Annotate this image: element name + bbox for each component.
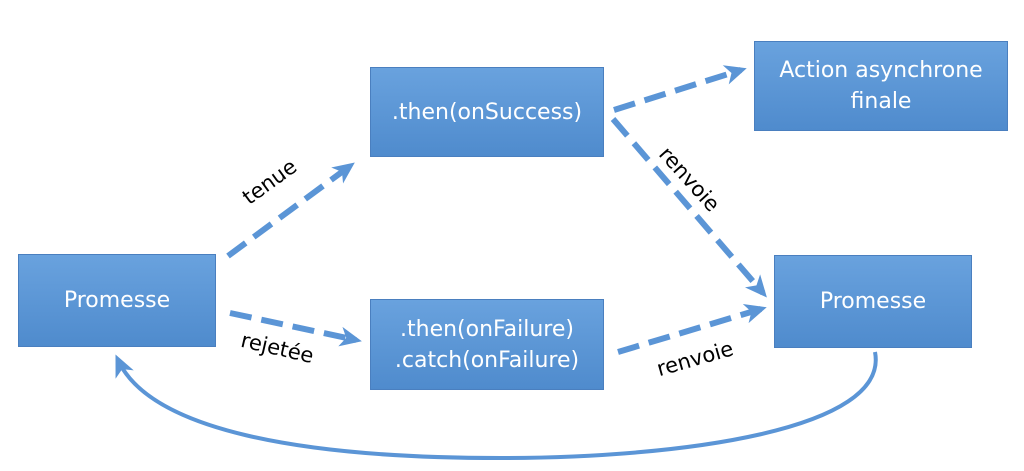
arrow-renvoie-top: [610, 117, 767, 298]
arrow-renvoie-bottom: [617, 304, 767, 355]
node-promesse-right: Promesse: [774, 255, 972, 348]
node-action-finale: Action asynchrone finale: [754, 41, 1008, 131]
node-then-onfailure: .then(onFailure) .catch(onFailure): [370, 299, 604, 390]
arrow-to-action: [613, 65, 747, 113]
arrow-rejetee: [229, 310, 362, 347]
node-then-onsuccess: .then(onSuccess): [370, 67, 604, 157]
node-promesse-left: Promesse: [18, 254, 216, 347]
arrow-loop-back: [115, 351, 878, 461]
arrow-tenue: [226, 162, 355, 259]
